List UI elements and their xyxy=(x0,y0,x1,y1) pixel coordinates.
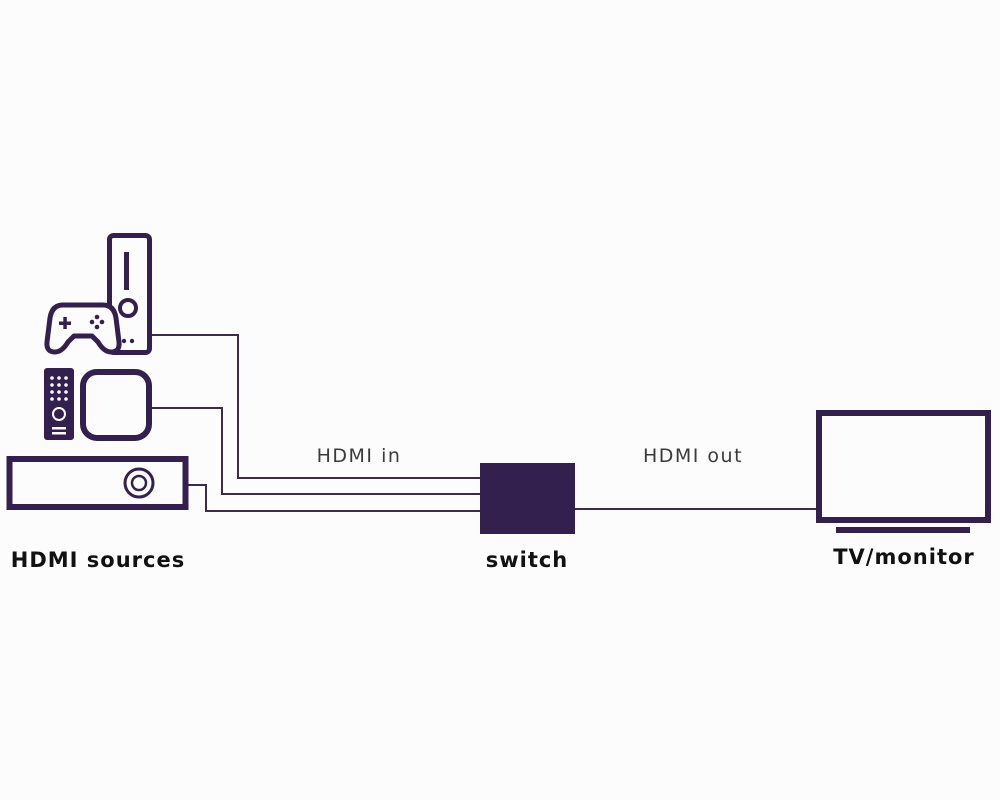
streaming-box-icon xyxy=(80,369,152,441)
switch-label: switch xyxy=(486,548,569,572)
disc-player-icon xyxy=(6,456,189,510)
game-console-icon xyxy=(107,233,152,355)
hdmi-switch-icon xyxy=(480,463,575,534)
remote-control-icon xyxy=(44,368,74,440)
hdmi-in-cables xyxy=(150,334,480,512)
tv-monitor-icon xyxy=(816,410,991,533)
hdmi-out-label: HDMI out xyxy=(643,445,743,467)
game-controller-icon xyxy=(44,302,122,355)
cable-console xyxy=(150,334,480,479)
cable-streaming-box xyxy=(152,407,480,495)
sources-label: HDMI sources xyxy=(11,548,185,572)
tv-label: TV/monitor xyxy=(833,545,975,569)
hdmi-in-label: HDMI in xyxy=(317,445,402,467)
cable-disc-player xyxy=(187,484,480,512)
